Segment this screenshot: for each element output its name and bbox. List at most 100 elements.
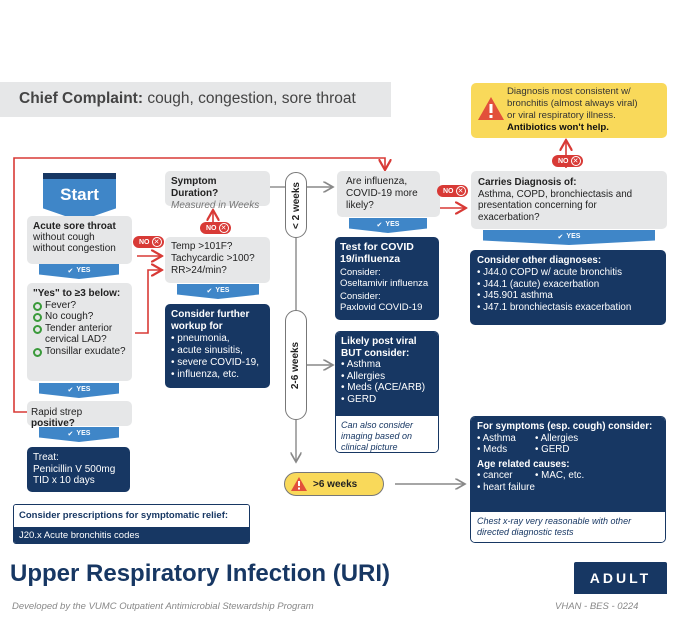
circle-icon xyxy=(33,347,42,357)
x-circle-icon: ✕ xyxy=(570,156,581,166)
check-circle-icon: ✔ xyxy=(557,233,564,241)
prescriptions-box: Consider prescriptions for symptomatic r… xyxy=(13,504,250,544)
other-dx-box: Consider other diagnoses: J44.0 COPD w/ … xyxy=(470,250,666,325)
workup-item: acute sinusitis, xyxy=(171,345,264,357)
other-dx-item: J44.0 COPD w/ acute bronchitis xyxy=(477,267,659,279)
circle-icon xyxy=(33,301,42,311)
age-causes-title: Age related causes: xyxy=(477,458,570,470)
post-viral-item: Asthma xyxy=(341,359,433,371)
yes-banner: ✔YES xyxy=(39,427,119,442)
page-title: Upper Respiratory Infection (URI) xyxy=(10,560,391,587)
warning-line: or viral respiratory illness. xyxy=(507,110,616,121)
chronic-item: Asthma xyxy=(477,433,535,445)
rapid-strep-text: Rapid strep xyxy=(31,407,83,418)
x-circle-icon: ✕ xyxy=(218,223,229,233)
post-viral-item: Meds (ACE/ARB) xyxy=(341,382,433,394)
warning-box: Diagnosis most consistent w/ bronchitis … xyxy=(471,83,667,138)
document-code: VHAN - BES - 0224 xyxy=(555,601,639,612)
check-icon: ✔ xyxy=(67,267,74,275)
consider-value: Oseltamivir influenza xyxy=(340,278,429,289)
other-dx-item: J44.1 (acute) exacerbation xyxy=(477,279,659,291)
other-dx-title: Consider other diagnoses: xyxy=(477,255,602,266)
no-pill: NO✕ xyxy=(200,222,231,234)
post-viral-item: Allergies xyxy=(341,371,433,383)
vitals-line: Tachycardic >100? xyxy=(171,253,255,264)
criteria-box: "Yes" to ≥3 below: Fever? No cough? Tend… xyxy=(27,283,132,381)
sore-throat-title: Acute sore throat xyxy=(33,221,116,232)
post-viral-note: Can also consider imaging based on clini… xyxy=(336,416,438,452)
criteria-item: Tender anterior cervical LAD? xyxy=(33,323,126,346)
flu-question-line: Are influenza, xyxy=(346,176,408,187)
rapid-strep-box: Rapid strep positive? xyxy=(27,401,132,429)
flu-question-line: COVID-19 more xyxy=(346,188,418,199)
chronic-note: Chest x-ray very reasonable with other d… xyxy=(471,512,665,542)
yes-banner: ✔YES xyxy=(39,383,119,398)
age-cause-item: cancer xyxy=(477,470,535,482)
x-circle-icon: ✕ xyxy=(151,237,162,247)
x-circle-icon: ✕ xyxy=(455,186,466,196)
prescriptions-code: J20.x Acute bronchitis codes xyxy=(14,527,249,543)
workup-item: severe COVID-19, xyxy=(171,357,264,369)
criteria-item: Tonsillar exudate? xyxy=(33,346,126,358)
sore-throat-line: without congestion xyxy=(33,243,116,254)
symptom-duration-box: Symptom Duration? Measured in Weeks xyxy=(165,171,270,211)
start-node: Start xyxy=(43,173,116,221)
workup-item: pneumonia, xyxy=(171,333,264,345)
treat-box: Treat: Penicillin V 500mg TID x 10 days xyxy=(27,447,130,492)
criteria-item: No cough? xyxy=(33,311,126,323)
workup-box: Consider further workup for pneumonia, a… xyxy=(165,304,270,388)
warning-line: bronchitis (almost always viral) xyxy=(507,98,638,109)
post-viral-box: Likely post viral BUT consider: Asthma A… xyxy=(335,331,439,453)
chronic-title: For symptoms (esp. cough) consider: xyxy=(477,421,653,432)
vitals-box: Temp >101F? Tachycardic >100? RR>24/min? xyxy=(165,237,270,283)
adult-badge: ADULT xyxy=(574,562,667,594)
vitals-line: RR>24/min? xyxy=(171,265,227,276)
treat-line: TID x 10 days xyxy=(33,475,95,486)
chief-complaint-value: cough, congestion, sore throat xyxy=(147,90,356,107)
check-circle-icon: ✔ xyxy=(206,287,213,295)
symptom-duration-subtitle: Measured in Weeks xyxy=(171,200,260,211)
no-pill: NO✕ xyxy=(133,236,164,248)
prescriptions-title: Consider prescriptions for symptomatic r… xyxy=(14,505,249,527)
post-viral-title: Likely post viral BUT consider: xyxy=(341,336,417,359)
warning-bold: Antibiotics won't help. xyxy=(507,122,609,133)
check-circle-icon: ✔ xyxy=(67,386,74,394)
sore-throat-box: Acute sore throat without cough without … xyxy=(27,216,132,264)
carries-dx-title: Carries Diagnosis of: xyxy=(478,177,577,188)
symptom-duration-title: Symptom Duration? xyxy=(171,176,219,199)
flu-question-box: Are influenza, COVID-19 more likely? xyxy=(337,171,440,217)
criteria-no-line xyxy=(135,270,162,334)
test-covid-box: Test for COVID 19/influenza Consider: Os… xyxy=(335,237,439,320)
criteria-item: Fever? xyxy=(33,300,126,312)
yes-banner: ✔YES xyxy=(483,230,655,245)
chief-complaint-bar: Chief Complaint: cough, congestion, sore… xyxy=(0,82,391,117)
flu-question-line: likely? xyxy=(346,200,374,211)
age-cause-item: heart failure xyxy=(477,482,659,494)
warning-line: Diagnosis most consistent w/ xyxy=(507,86,631,97)
check-circle-icon: ✔ xyxy=(376,221,383,229)
start-label: Start xyxy=(43,179,116,221)
consider-label: Consider: xyxy=(340,267,381,278)
chronic-item: GERD xyxy=(535,444,578,456)
warning-triangle-icon xyxy=(478,97,504,120)
circle-icon xyxy=(33,324,42,334)
workup-item: influenza, etc. xyxy=(171,369,264,381)
yes-banner: ✔YES xyxy=(177,284,259,299)
no-pill: NO✕ xyxy=(552,155,583,167)
no-pill: NO✕ xyxy=(437,185,468,197)
other-dx-item: J45.901 asthma xyxy=(477,290,659,302)
chief-complaint-label: Chief Complaint: xyxy=(19,90,143,107)
rapid-strep-bold: positive? xyxy=(31,418,75,429)
yes-banner: ✔YES xyxy=(349,218,427,233)
carries-dx-body: Asthma, COPD, bronchiectasis and present… xyxy=(478,188,633,223)
treat-line: Penicillin V 500mg xyxy=(33,463,116,475)
test-covid-title: Test for COVID 19/influenza xyxy=(340,241,414,265)
yes-banner: ✔YES xyxy=(39,264,119,279)
red-loop-line xyxy=(13,157,385,413)
consider-label: Consider: xyxy=(340,291,381,302)
sore-throat-line: without cough xyxy=(33,232,95,243)
chronic-item: Allergies xyxy=(535,433,579,445)
workup-title: Consider further workup for xyxy=(171,309,250,332)
circle-icon xyxy=(33,313,42,322)
credit-text: Developed by the VUMC Outpatient Antimic… xyxy=(12,601,314,612)
